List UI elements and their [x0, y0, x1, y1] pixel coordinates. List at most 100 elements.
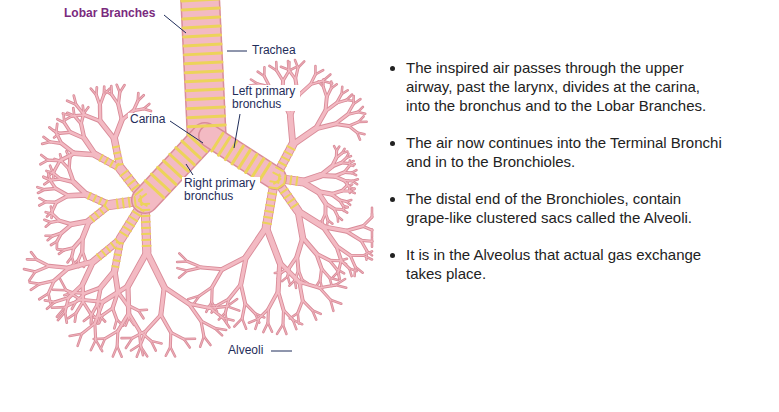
branch-outline [113, 308, 117, 319]
branch [327, 220, 328, 225]
branch-outline [96, 340, 103, 351]
cartilage-ring [104, 200, 107, 206]
branch [72, 257, 74, 264]
cartilage-ring [113, 146, 119, 147]
branch-outline [35, 266, 49, 272]
branch [298, 211, 303, 238]
branch-outline [137, 346, 141, 356]
branch [324, 203, 326, 213]
branch-outline [337, 147, 340, 151]
branch [51, 241, 57, 245]
branch [65, 312, 67, 323]
branch [325, 213, 327, 220]
branch-outline [268, 291, 278, 309]
branch [332, 163, 341, 167]
branch [118, 93, 119, 105]
branch [323, 79, 324, 87]
branch [299, 282, 302, 300]
branch [49, 266, 69, 268]
branch [315, 66, 316, 74]
branch-outline [283, 324, 286, 334]
branch [64, 116, 72, 121]
branch-outline [201, 321, 204, 337]
branch-outline [49, 266, 69, 268]
branch [60, 154, 62, 161]
cartilage-ring [187, 98, 224, 100]
branch [358, 107, 363, 112]
branch-outline [44, 180, 50, 184]
branch [100, 95, 104, 106]
branch-outline [350, 191, 355, 193]
branch [298, 61, 304, 67]
branch [242, 318, 246, 328]
branch-outline [371, 241, 374, 246]
branch-outline [184, 339, 190, 347]
branch-outline [266, 227, 279, 262]
cartilage-ring [100, 155, 103, 161]
cartilage-ring [282, 157, 289, 161]
branch-outline [51, 241, 57, 245]
branch-outline [327, 220, 328, 225]
branch [288, 276, 290, 282]
branch-outline [117, 85, 120, 93]
branch [335, 124, 349, 126]
cartilage-ring [106, 247, 110, 252]
cartilage-ring [142, 227, 150, 229]
branch [105, 331, 118, 339]
branch [56, 241, 57, 248]
branch [289, 70, 296, 79]
branch-outline [39, 293, 48, 299]
branch [111, 86, 112, 95]
branch [222, 257, 246, 269]
branch [91, 89, 96, 95]
branch-outline [320, 269, 321, 281]
branch [113, 308, 117, 319]
branch [54, 161, 59, 171]
branch [277, 324, 283, 333]
cartilage-ring [266, 205, 274, 206]
branch-outline [346, 231, 361, 240]
cartilage-ring [115, 254, 121, 255]
cartilage-ring [111, 243, 115, 248]
branch [276, 62, 277, 71]
branch [210, 308, 223, 318]
branch [342, 207, 347, 210]
cartilage-ring [93, 196, 96, 202]
branch-outline [24, 269, 35, 272]
branch [101, 339, 105, 349]
branch-outline [60, 279, 66, 290]
branch [359, 121, 367, 122]
branch [144, 104, 150, 109]
branch-outline [56, 189, 68, 196]
branch-outline [297, 256, 298, 270]
branch [234, 318, 242, 326]
branch [164, 287, 189, 304]
branch-outline [335, 124, 349, 126]
branch-outline [278, 291, 283, 310]
branch [55, 159, 63, 162]
branch [52, 202, 56, 211]
branch-outline [299, 282, 319, 288]
cartilage-ring [185, 71, 222, 73]
branch-outline [39, 198, 46, 202]
cartilage-ring [265, 211, 273, 212]
branch [346, 226, 363, 231]
cartilage-ring [128, 180, 135, 186]
branch [361, 240, 372, 242]
branch [43, 137, 50, 142]
cartilage-ring [279, 162, 286, 166]
branch [52, 307, 65, 309]
branch [335, 115, 347, 124]
cartilage-ring [142, 233, 150, 235]
cartilage-ring [97, 254, 101, 259]
branch-outline [331, 194, 339, 200]
branch [64, 248, 73, 250]
branch [330, 278, 338, 280]
branch [322, 213, 325, 220]
cartilage-ring [276, 167, 283, 171]
branch-outline [126, 338, 133, 348]
branch-outline [327, 89, 331, 98]
cartilage-ring [269, 187, 277, 188]
branch [372, 238, 373, 241]
branch [251, 80, 258, 85]
